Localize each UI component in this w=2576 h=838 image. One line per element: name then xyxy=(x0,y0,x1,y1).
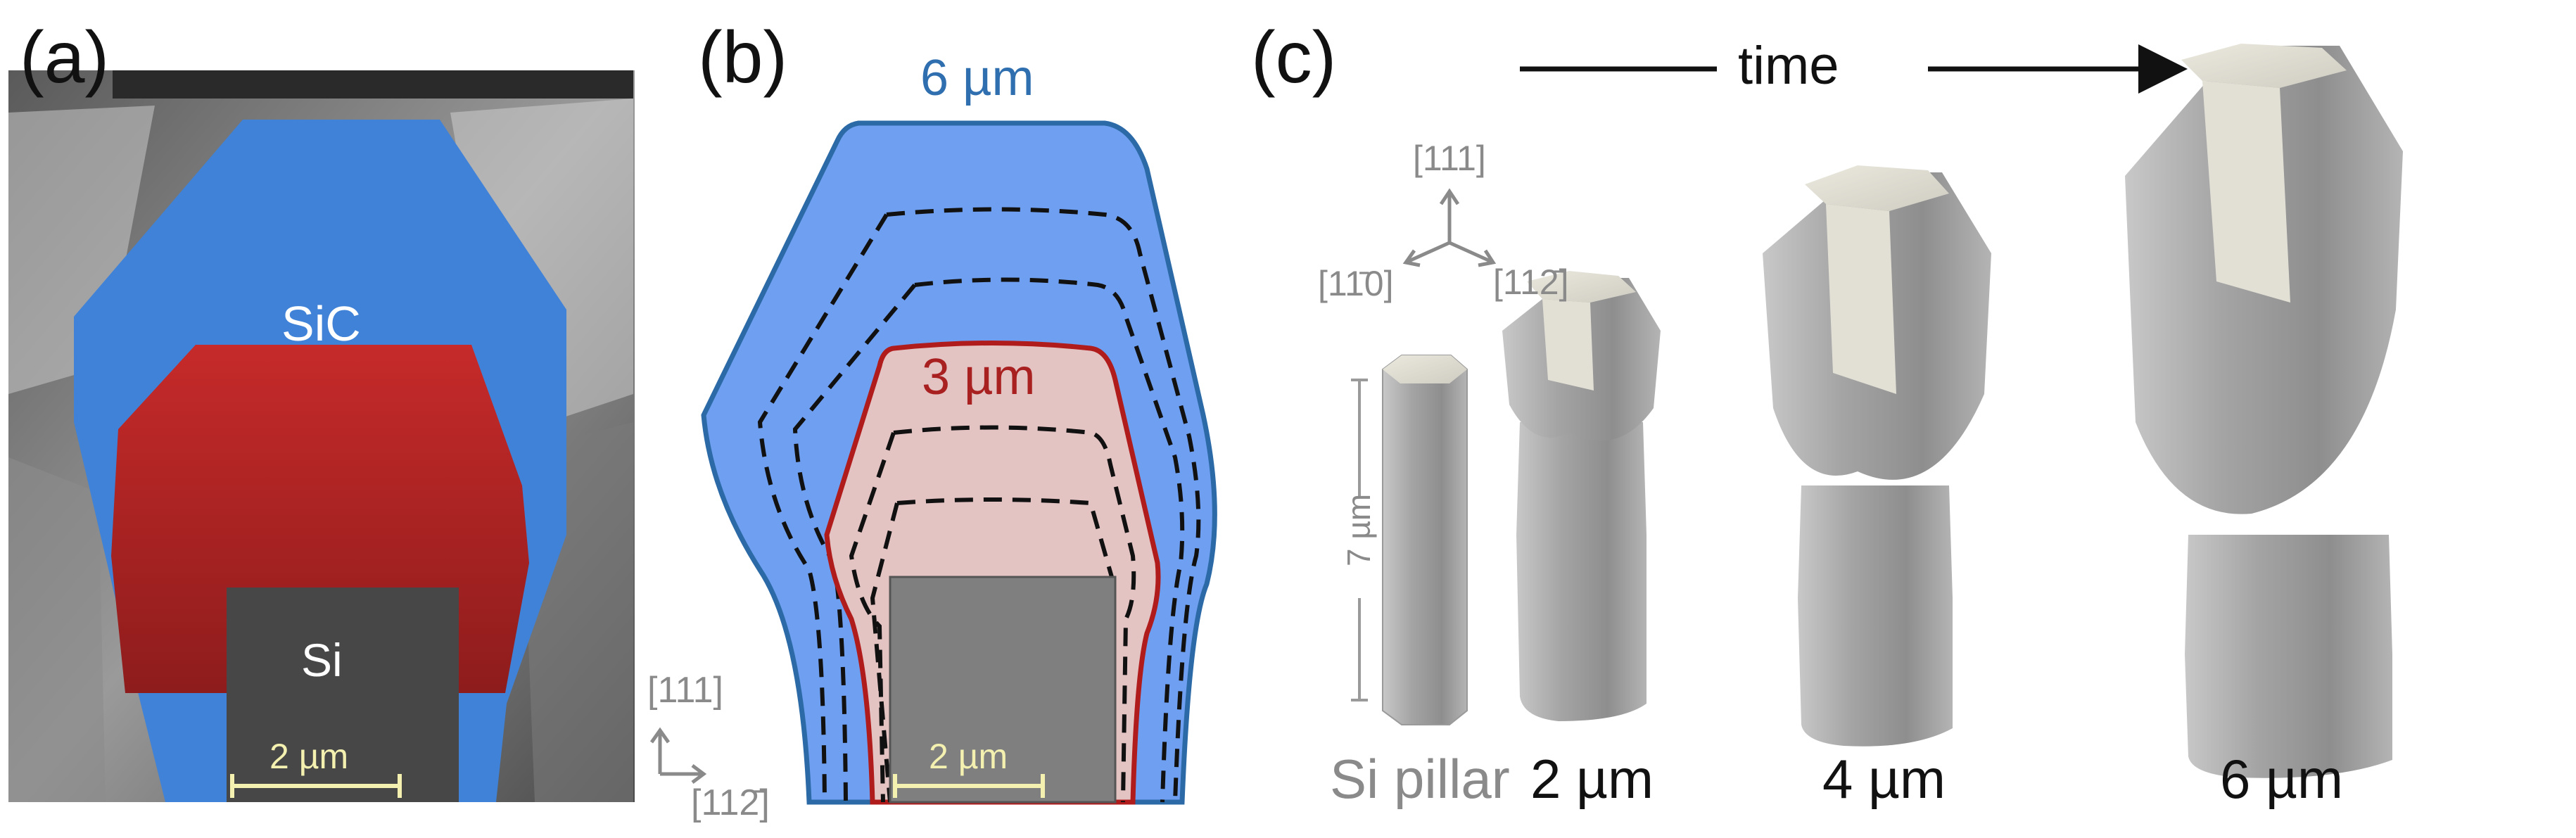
sem-facet-left xyxy=(8,106,155,394)
si-pillar-model xyxy=(1382,355,1468,725)
stage-label-4um: 4 µm xyxy=(1822,748,1946,810)
outer-thickness-label: 6 µm xyxy=(920,50,1034,106)
axis-top-label-c: [111] xyxy=(1413,139,1486,178)
growth-contours-inner xyxy=(849,425,1136,803)
sem-micrograph xyxy=(8,70,635,802)
stage-label-6um: 6 µm xyxy=(2220,748,2343,810)
cross-section-schematic xyxy=(649,120,1217,805)
sic-label: SiC xyxy=(281,296,361,351)
si-core-schematic xyxy=(889,576,1117,804)
panel-c: (c) time [111] [11̄0] [112̄] 7 µm Si pil… xyxy=(1238,0,2576,838)
time-label: time xyxy=(1738,36,1839,96)
sem-top-strip xyxy=(113,70,633,99)
scale-bar-b-label: 2 µm xyxy=(929,737,1008,776)
panel-label-b: (b) xyxy=(698,17,788,99)
axis-right-label-c: [112̄] xyxy=(1493,262,1569,302)
growth-6um-model xyxy=(2125,44,2403,778)
panel-a: (a) SiC Si 2 µm xyxy=(0,0,640,838)
growth-series xyxy=(1351,44,2403,778)
sem-rough-left xyxy=(8,457,106,802)
axis-vertical-label-b: [111] xyxy=(647,670,723,711)
panel-label-a: (a) xyxy=(20,17,110,99)
height-label: 7 µm xyxy=(1340,493,1377,566)
stage-label-2um: 2 µm xyxy=(1530,748,1654,810)
scale-bar-a-label: 2 µm xyxy=(269,737,349,776)
growth-2um-model xyxy=(1502,271,1661,721)
inner-thickness-label: 3 µm xyxy=(922,349,1036,405)
height-indicator xyxy=(1351,379,1368,701)
panel-label-c: (c) xyxy=(1251,17,1337,99)
axis-horizontal-label-b: [112̄] xyxy=(691,782,770,823)
panel-b: (b) 6 µm 3 µm 2 µm [111] [112̄] xyxy=(640,0,1238,838)
si-core xyxy=(227,588,459,802)
si-label: Si xyxy=(301,634,343,686)
stage-label-si-pillar: Si pillar xyxy=(1330,748,1510,810)
axis-left-label-c: [11̄0] xyxy=(1318,264,1394,303)
orientation-axes-b xyxy=(649,727,707,784)
growth-4um-model xyxy=(1763,165,1991,747)
orientation-axes-c xyxy=(1402,188,1497,267)
